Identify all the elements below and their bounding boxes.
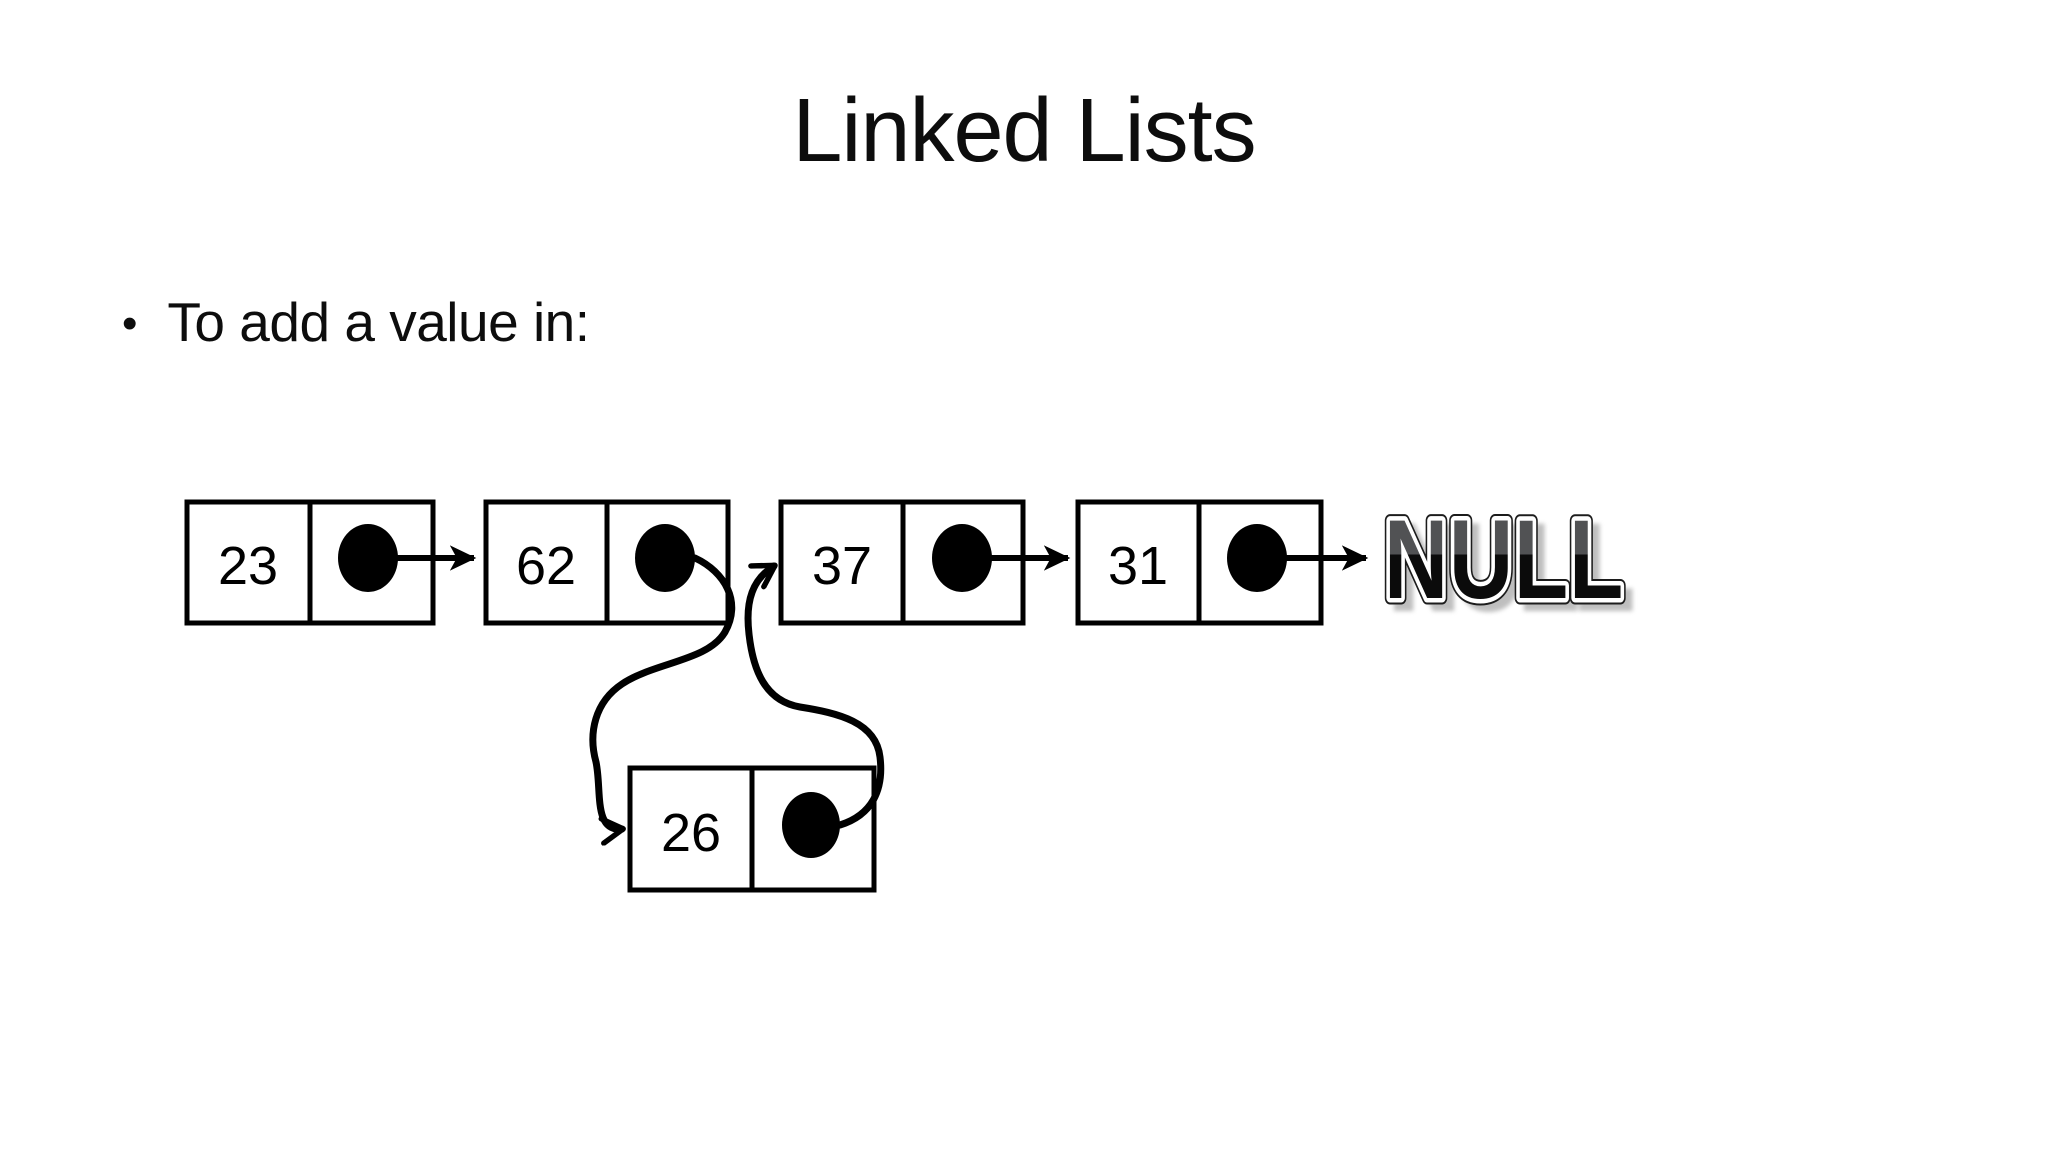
- null-text: NULL: [1384, 497, 1624, 622]
- null-outer-outline: NULL: [1384, 497, 1624, 622]
- bullet-item: • To add a value in:: [122, 292, 590, 353]
- curve-62-to-26: [589, 554, 736, 829]
- inserted-node: 26: [627, 765, 877, 893]
- node-2-value: 62: [516, 536, 576, 596]
- inserted-node-value: 26: [661, 803, 721, 863]
- inserted-node-pointer-dot: [782, 792, 840, 858]
- node-2-pointer-dot: [635, 524, 695, 592]
- null-label: NULL NULL NULL NULL: [1378, 491, 1637, 636]
- node-1: 23: [184, 499, 436, 626]
- bullet-icon: •: [122, 299, 138, 349]
- node-4: 31: [1075, 499, 1324, 626]
- null-inner-outline: NULL: [1384, 497, 1624, 622]
- slide-title: Linked Lists: [792, 81, 1256, 181]
- node-4-value: 31: [1108, 536, 1168, 596]
- node-2: 62: [483, 499, 731, 626]
- null-shadow: NULL: [1392, 505, 1632, 630]
- node-3-value: 37: [812, 536, 872, 596]
- node-1-value: 23: [218, 536, 278, 596]
- bullet-text: To add a value in:: [167, 291, 590, 353]
- node-3: 37: [778, 499, 1026, 626]
- curve-26-to-37: [744, 562, 885, 829]
